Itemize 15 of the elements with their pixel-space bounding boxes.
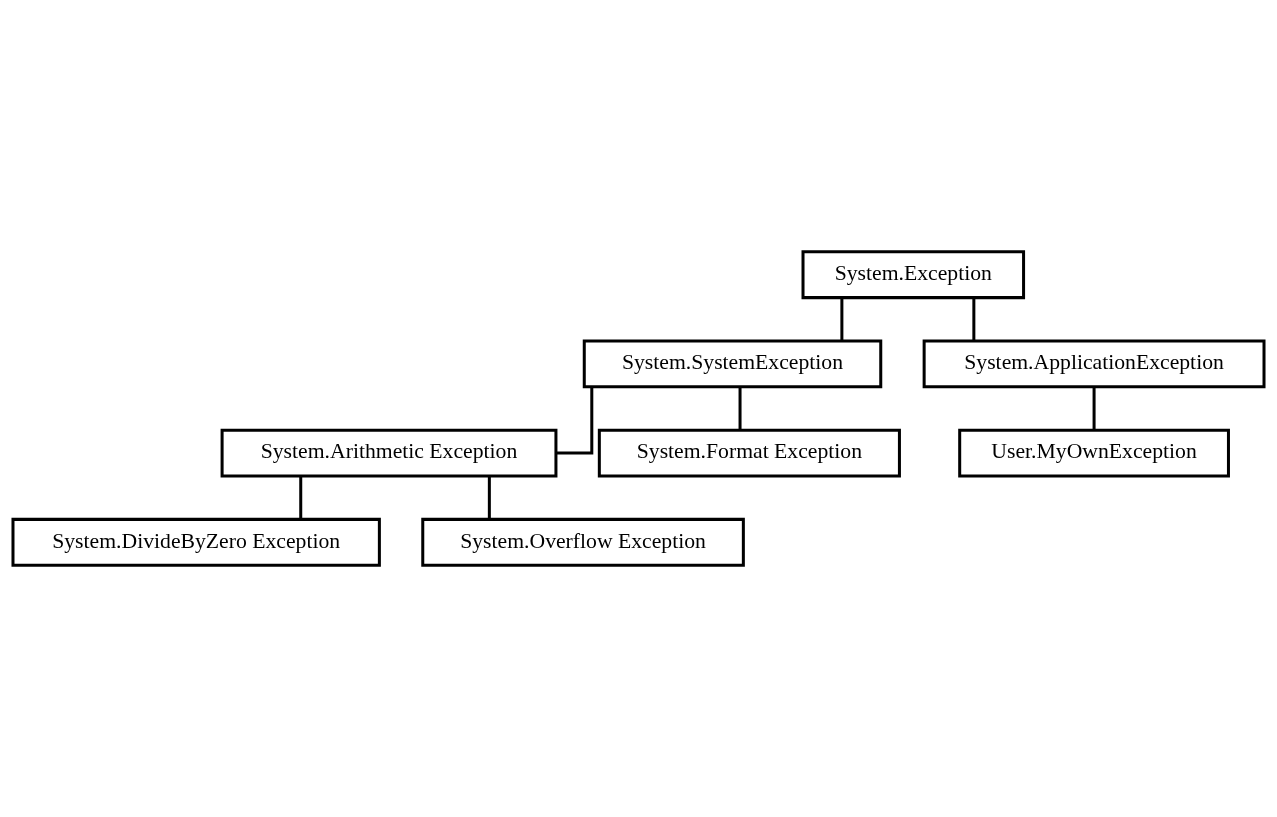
connector (556, 386, 594, 455)
connector (840, 297, 844, 341)
node-box: System.Format Exception (597, 428, 901, 478)
node-box: System.Exception (801, 250, 1026, 300)
connector (972, 297, 976, 341)
node-box: User.MyOwnException (958, 428, 1230, 478)
node-box: System.SystemException (582, 339, 883, 389)
connector (738, 386, 742, 430)
node-box: System.DivideByZero Exception (11, 517, 381, 567)
connector (487, 476, 491, 520)
node-box: System.Overflow Exception (421, 517, 745, 567)
node-box: System.Arithmetic Exception (220, 428, 558, 478)
node-box: System.ApplicationException (922, 339, 1266, 389)
connector (299, 476, 303, 520)
connector (1092, 386, 1096, 430)
